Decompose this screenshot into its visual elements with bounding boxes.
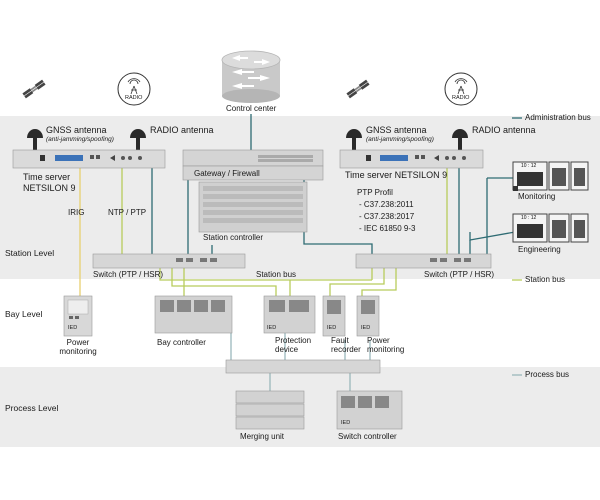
radio-icon-label-left: RADIO — [125, 95, 143, 101]
power-monitoring-left-line1: Power — [66, 338, 90, 347]
process-bus-lines — [230, 333, 371, 391]
protection-device-label: Protection device — [275, 336, 311, 354]
station-bus-label: Station bus — [256, 270, 297, 279]
ied-power-monitoring-left — [63, 295, 93, 337]
gnss-antenna-icon-left — [27, 129, 43, 150]
control-center-icon — [221, 50, 281, 103]
fault-recorder-device — [322, 295, 346, 337]
station-level-label: Station Level — [5, 248, 55, 258]
monitoring-clock: 10 : 12 — [521, 163, 537, 169]
control-center-label: Control center — [226, 104, 277, 113]
bay-controller-label: Bay controller — [157, 338, 206, 347]
satellite-icon-right — [346, 79, 370, 99]
protection-device — [263, 295, 316, 334]
satellite-icon-left — [22, 79, 46, 99]
time-server-left-line1: Time server — [23, 172, 71, 182]
legend-admin-label: Administration bus — [525, 113, 591, 122]
power-monitoring-left-label: Power monitoring — [55, 338, 101, 356]
monitoring-workstation — [512, 161, 589, 191]
switch-right — [355, 253, 492, 269]
time-server-left-line2: NETSILON 9 — [23, 183, 76, 193]
fault-line1: Fault — [331, 336, 349, 345]
process-switch — [225, 359, 381, 374]
radio-tower-icon-left — [117, 72, 151, 106]
power-monitoring-right-label: Power monitoring — [367, 336, 404, 354]
switch-left — [92, 253, 246, 269]
radio-antenna-icon-left — [130, 129, 146, 150]
time-server-left — [12, 149, 166, 169]
engineering-clock: 10 : 12 — [521, 215, 537, 221]
radio-tower-icon-right — [444, 72, 478, 106]
legend-process-label: Process bus — [525, 370, 570, 379]
ied-tag-power-right: IED — [361, 325, 371, 331]
merging-unit-device — [235, 390, 305, 430]
switch-left-label: Switch (PTP / HSR) — [93, 270, 164, 279]
ied-tag-switch-controller: IED — [341, 420, 351, 426]
radio-antenna-icon-right — [452, 129, 468, 150]
process-level-label: Process Level — [5, 403, 59, 413]
gnss-antenna-sub-right: (anti-jamming/spoofing) — [366, 136, 434, 143]
gateway-firewall-lower — [182, 165, 324, 181]
irig-label: IRIG — [68, 208, 85, 217]
time-server-right-label: Time server NETSILON 9 — [345, 170, 448, 180]
ied-tag-protection: IED — [267, 325, 277, 331]
station-controller-device — [198, 181, 308, 233]
switch-controller-label: Switch controller — [338, 432, 397, 441]
switch-controller-device — [336, 390, 403, 430]
power-monitoring-left-line2: monitoring — [59, 347, 97, 357]
time-server-right — [339, 149, 484, 169]
ied-tag-fault: IED — [327, 325, 337, 331]
ptp-profile-item-3: - IEC 61850 9-3 — [359, 224, 416, 233]
radio-antenna-label-right: RADIO antenna — [472, 125, 536, 135]
bay-controller-device — [154, 295, 233, 334]
ptp-profile-title: PTP Profil — [357, 188, 393, 197]
radio-icon-label-right: RADIO — [452, 95, 470, 101]
power-monitoring-right-line1: Power — [367, 336, 390, 345]
gnss-antenna-icon-right — [346, 129, 362, 150]
gnss-antenna-label-right: GNSS antenna — [366, 125, 427, 135]
switch-right-label: Switch (PTP / HSR) — [424, 270, 495, 279]
legend-station-label: Station bus — [525, 275, 566, 284]
fault-line2: recorder — [331, 345, 361, 355]
bay-level-label: Bay Level — [5, 309, 43, 319]
engineering-workstation — [512, 213, 589, 243]
radio-antenna-label-left: RADIO antenna — [150, 125, 214, 135]
engineering-label: Engineering — [518, 245, 561, 254]
monitoring-label: Monitoring — [518, 192, 556, 201]
station-bus-lines — [121, 168, 448, 296]
fault-recorder-label: Fault recorder — [331, 336, 361, 354]
gateway-label: Gateway / Firewall — [194, 169, 260, 178]
ptp-profile-item-2: - C37.238:2017 — [359, 212, 415, 221]
power-monitoring-right-line2: monitoring — [367, 345, 405, 355]
merging-unit-label: Merging unit — [240, 432, 285, 441]
ied-power-monitoring-right — [356, 295, 380, 337]
protection-line2: device — [275, 345, 299, 355]
station-controller-label: Station controller — [203, 233, 264, 242]
protection-line1: Protection — [275, 336, 312, 345]
ied-tag-left: IED — [68, 325, 78, 331]
gateway-firewall-device — [182, 149, 324, 167]
ntp-ptp-label: NTP / PTP — [108, 208, 147, 217]
gnss-antenna-label-left: GNSS antenna — [46, 125, 107, 135]
gnss-antenna-sub-left: (anti-jamming/spoofing) — [46, 136, 114, 143]
ptp-profile-item-1: - C37.238:2011 — [359, 200, 414, 209]
